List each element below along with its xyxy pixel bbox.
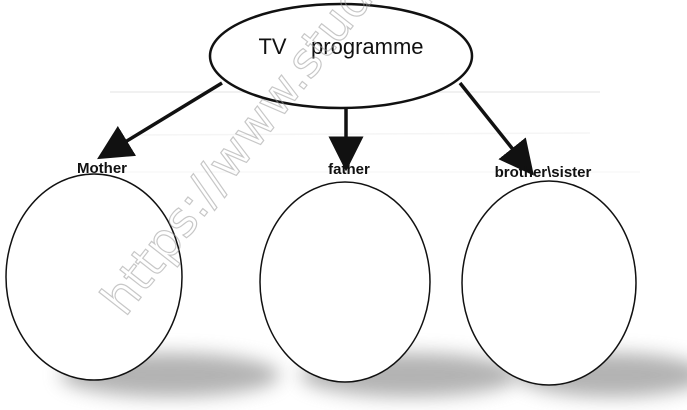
father-oval [259, 181, 431, 383]
arrows [97, 81, 534, 176]
arrow-to-brother-sister [458, 81, 534, 176]
tv-programme-label: TV programme [258, 34, 423, 59]
brother-sister-oval [461, 180, 637, 386]
mother-label: Mother [77, 160, 127, 177]
brother-sister-label: brother\sister [495, 164, 592, 181]
mother-oval [5, 173, 183, 381]
tv-programme-oval [208, 2, 474, 110]
father-label: father [328, 161, 370, 178]
arrow-to-mother [97, 81, 223, 160]
